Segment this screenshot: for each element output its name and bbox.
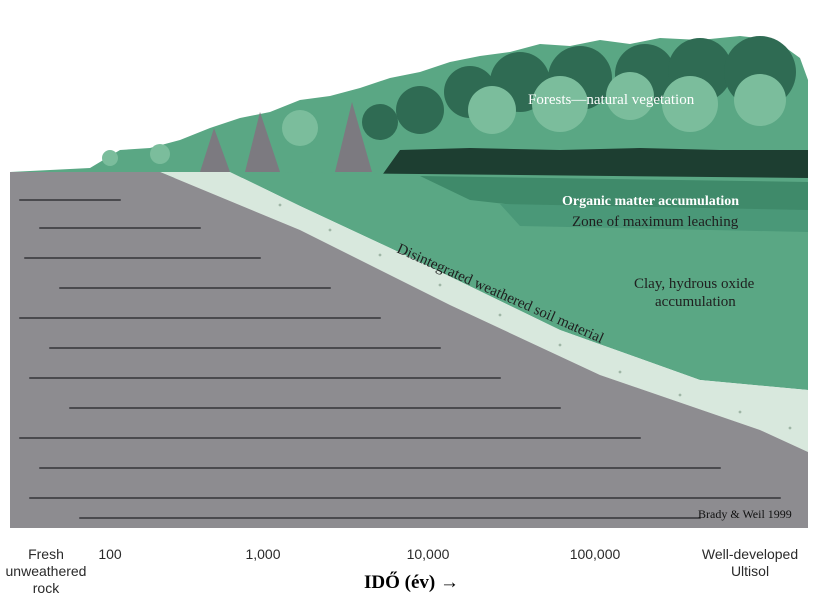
label-clay-line2: accumulation [655,294,736,310]
label-forest: Forests—natural vegetation [528,92,695,108]
axis-title: IDŐ (év) → [0,572,823,594]
tick-1000: 1,000 [233,546,293,563]
tick-10000: 10,000 [398,546,458,563]
tick-100: 100 [80,546,140,563]
credit: Brady & Weil 1999 [698,507,792,521]
tick-100000: 100,000 [555,546,635,563]
axis-left-line1: Fresh [0,546,92,563]
label-leaching: Zone of maximum leaching [572,214,739,230]
forest-vegetation [10,36,808,182]
label-organic: Organic matter accumulation [562,194,739,209]
label-clay-line1: Clay, hydrous oxide [634,276,755,292]
axis-right-line1: Well-developed [690,546,810,563]
